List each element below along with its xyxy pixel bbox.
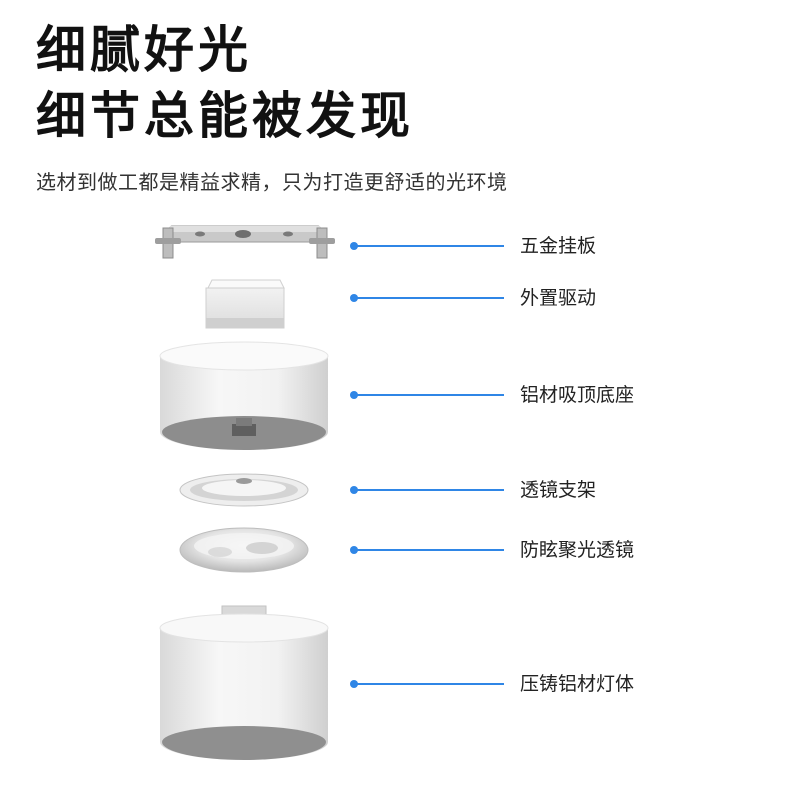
- callout-line: [354, 394, 504, 396]
- callout-lens-bracket: 透镜支架: [350, 475, 670, 505]
- external-driver-part: [205, 279, 285, 329]
- callout-lamp-body: 压铸铝材灯体: [350, 669, 670, 699]
- callout-external-driver: 外置驱动: [350, 283, 670, 313]
- headline-line-2: 细节总能被发现: [36, 87, 414, 145]
- callout-anti-glare-lens: 防眩聚光透镜: [350, 535, 670, 565]
- headline-line-1: 细腻好光: [36, 21, 252, 79]
- callout-label: 防眩聚光透镜: [520, 539, 635, 561]
- callout-label: 五金挂板: [520, 235, 597, 257]
- subtitle: 选材到做工都是精益求精，只为打造更舒适的光环境: [36, 170, 508, 194]
- aluminum-ceiling-base-part: [159, 341, 329, 450]
- lens-bracket-part: [179, 473, 309, 507]
- callout-label: 外置驱动: [520, 287, 597, 309]
- anti-glare-lens-part: [179, 527, 309, 573]
- callout-ceiling-base: 铝材吸顶底座: [350, 380, 670, 410]
- callout-line: [354, 683, 504, 685]
- callout-mounting-plate: 五金挂板: [350, 231, 670, 261]
- callout-label: 铝材吸顶底座: [520, 384, 635, 406]
- callout-line: [354, 297, 504, 299]
- die-cast-lamp-body-part: [159, 605, 329, 760]
- callout-label: 透镜支架: [520, 479, 597, 501]
- callout-line: [354, 549, 504, 551]
- callout-label: 压铸铝材灯体: [520, 673, 635, 695]
- callout-line: [354, 489, 504, 491]
- callout-line: [354, 245, 504, 247]
- mounting-plate-part: [155, 225, 335, 259]
